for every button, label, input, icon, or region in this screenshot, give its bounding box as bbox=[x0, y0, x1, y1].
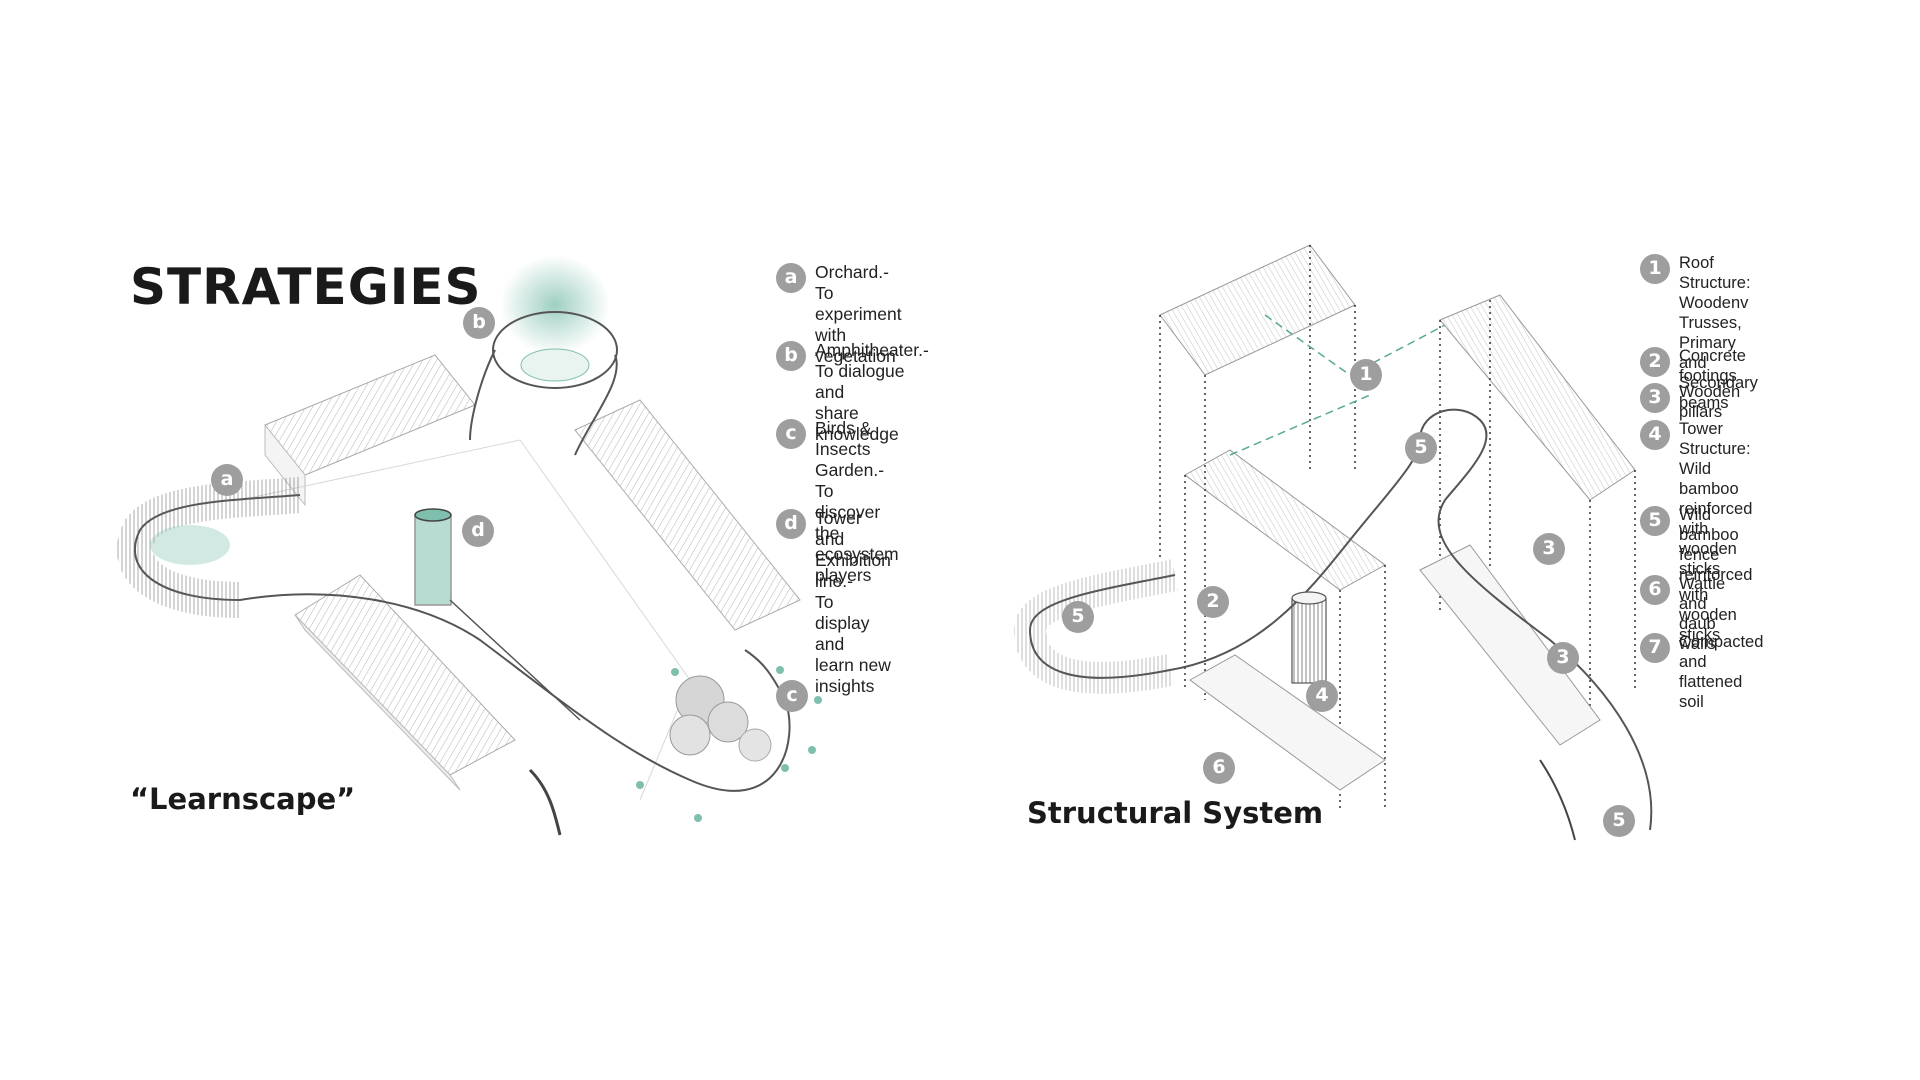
legend-text: Compacted and flattened soil bbox=[1679, 633, 1764, 711]
legend-text: Wattle and daub walls bbox=[1679, 575, 1726, 653]
legend-text: Amphitheater.- To dialogue and share kno… bbox=[815, 340, 929, 444]
legend-badge: 1 bbox=[1640, 254, 1670, 284]
legend-badge: c bbox=[776, 419, 806, 449]
structural-drawing bbox=[1013, 244, 1653, 841]
legend-text: Wild bamboo fence reinforced with wooden… bbox=[1679, 506, 1753, 644]
marker-a: a bbox=[211, 464, 243, 496]
legend-badge: 6 bbox=[1640, 575, 1670, 605]
learnscape-caption: “Learnscape” bbox=[130, 782, 356, 816]
legend-text: Tower and Exhibition line.- To display a… bbox=[815, 508, 891, 696]
orchard-canopy bbox=[150, 525, 230, 565]
legend-badge: 5 bbox=[1640, 506, 1670, 536]
fence-band bbox=[1013, 559, 1179, 694]
legend-item-1: 1 Roof Structure: Woodenv Trusses, Prima… bbox=[1640, 253, 1758, 413]
right-platform bbox=[1419, 544, 1601, 746]
bottom-wall bbox=[528, 768, 562, 836]
marker-2: 2 bbox=[1197, 586, 1229, 618]
legend-badge: 7 bbox=[1640, 633, 1670, 663]
legend-item-6: 6 Wattle and daub walls bbox=[1640, 574, 1725, 654]
legend-badge: 3 bbox=[1640, 383, 1670, 413]
legend-badge: b bbox=[776, 341, 806, 371]
tower-body bbox=[414, 514, 452, 606]
amphitheater-ring bbox=[492, 311, 618, 389]
marker-d: d bbox=[462, 515, 494, 547]
marker-6: 6 bbox=[1203, 752, 1235, 784]
exhibition-line bbox=[449, 599, 581, 721]
legend-text: Wooden pillars bbox=[1679, 383, 1741, 421]
marker-4: 4 bbox=[1306, 680, 1338, 712]
marker-1: 1 bbox=[1350, 359, 1382, 391]
legend-text: Tower Structure: Wild bamboo reinforced … bbox=[1679, 420, 1753, 578]
base-platform bbox=[1189, 654, 1386, 791]
marker-b: b bbox=[463, 307, 495, 339]
legend-text: Birds & Insects Garden.- To discover the… bbox=[815, 418, 899, 585]
legend-item-2: 2 Concrete footings bbox=[1640, 346, 1746, 386]
marker-5-left: 5 bbox=[1062, 601, 1094, 633]
legend-item-4: 4 Tower Structure: Wild bamboo reinforce… bbox=[1640, 419, 1752, 579]
garden-trees bbox=[669, 675, 772, 762]
legend-badge: a bbox=[776, 263, 806, 293]
roof-right bbox=[574, 399, 801, 631]
strategies-title: STRATEGIES bbox=[130, 258, 482, 316]
tower-frame bbox=[1291, 597, 1327, 684]
legend-text: Orchard.- To experiment with vegetation bbox=[815, 262, 902, 366]
legend-text: Concrete footings bbox=[1679, 347, 1746, 385]
structural-caption: Structural System bbox=[1027, 796, 1324, 830]
amphitheater-glow bbox=[500, 255, 610, 355]
roof-panel-3 bbox=[1184, 449, 1386, 591]
amphitheater-stage bbox=[520, 348, 590, 382]
wall-lower-left bbox=[294, 614, 461, 791]
marker-5-bottom: 5 bbox=[1603, 805, 1635, 837]
legend-item-a: a Orchard.- To experiment with vegetatio… bbox=[776, 262, 902, 367]
legend-item-7: 7 Compacted and flattened soil bbox=[1640, 632, 1763, 712]
learnscape-drawing bbox=[117, 255, 822, 836]
path-floor bbox=[239, 439, 691, 801]
legend-item-b: b Amphitheater.- To dialogue and share k… bbox=[776, 340, 929, 445]
legend-item-d: d Tower and Exhibition line.- To display… bbox=[776, 508, 891, 697]
roof-panel-1 bbox=[1159, 244, 1356, 376]
legend-item-c: c Birds & Insects Garden.- To discover t… bbox=[776, 418, 899, 586]
marker-3-upper: 3 bbox=[1533, 533, 1565, 565]
tower-frame-top bbox=[1291, 591, 1327, 605]
amphitheater-walls bbox=[469, 349, 618, 456]
roof-upper-left bbox=[264, 354, 476, 476]
marker-3-lower: 3 bbox=[1547, 642, 1579, 674]
legend-badge: d bbox=[776, 509, 806, 539]
orchard-fence bbox=[117, 477, 302, 618]
roof-lower-left bbox=[294, 574, 516, 776]
legend-badge: 4 bbox=[1640, 420, 1670, 450]
tower-top bbox=[414, 508, 452, 522]
pillar-lines bbox=[1159, 245, 1636, 810]
legend-badge: 2 bbox=[1640, 347, 1670, 377]
legend-text: Roof Structure: Woodenv Trusses, Primary… bbox=[1679, 254, 1758, 412]
side-wall bbox=[1539, 759, 1576, 841]
marker-c: c bbox=[776, 680, 808, 712]
legend-item-5: 5 Wild bamboo fence reinforced with wood… bbox=[1640, 505, 1752, 645]
legend-item-3: 3 Wooden pillars bbox=[1640, 382, 1740, 422]
birds bbox=[636, 666, 822, 822]
marker-5-upper: 5 bbox=[1405, 432, 1437, 464]
